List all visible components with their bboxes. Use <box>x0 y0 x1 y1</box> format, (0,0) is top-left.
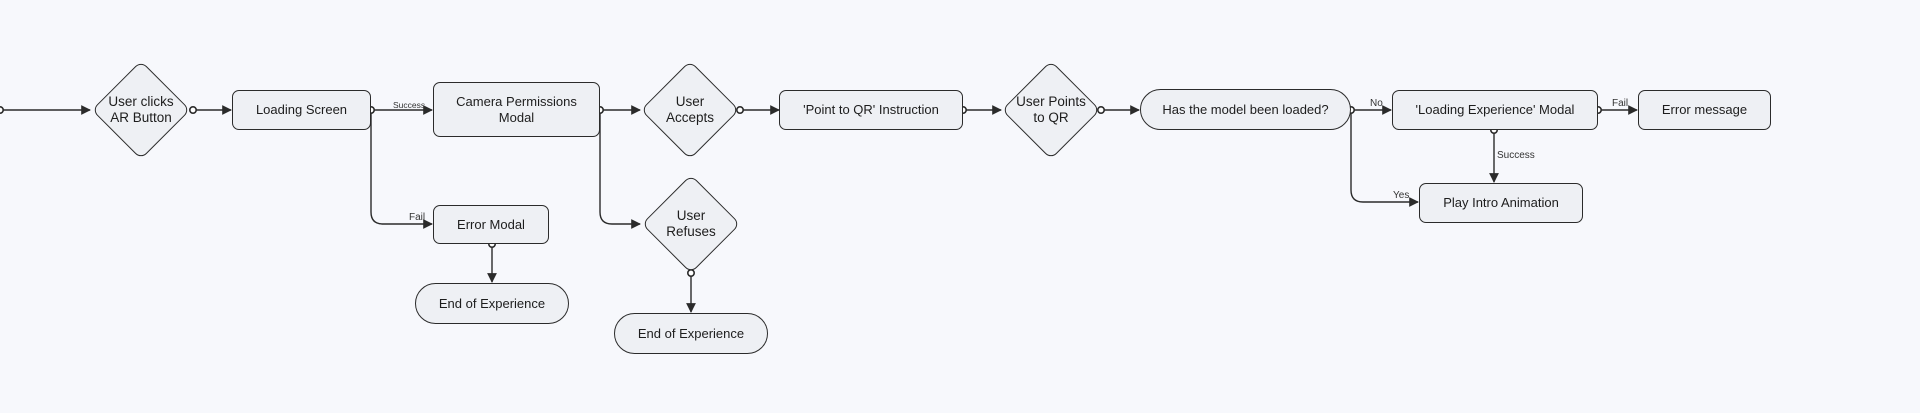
edge-model-to-intro <box>1350 110 1419 207</box>
edge-label-success-2: Success <box>1497 150 1535 161</box>
node-has-model-loaded[interactable]: Has the model been loaded? <box>1140 89 1351 130</box>
edge-label-success: Success <box>393 100 426 110</box>
decision-label: User Refuses <box>666 208 716 239</box>
decision-label: User Points to QR <box>1016 94 1086 125</box>
port-dot <box>735 106 744 115</box>
edge-label-fail-2: Fail <box>1612 98 1629 109</box>
decision-user-points-qr[interactable]: User Points to QR <box>1001 60 1101 160</box>
node-point-to-qr-instruction[interactable]: 'Point to QR' Instruction <box>779 90 963 130</box>
node-loading-screen[interactable]: Loading Screen <box>232 90 371 130</box>
node-error-modal[interactable]: Error Modal <box>433 205 549 244</box>
decision-label: User clicks AR Button <box>108 94 174 125</box>
port-dot <box>0 106 4 114</box>
decision-user-refuses[interactable]: User Refuses <box>641 174 741 274</box>
port-dot <box>1097 106 1106 115</box>
decision-user-clicks-ar[interactable]: User clicks AR Button <box>91 60 191 160</box>
node-loading-experience-modal[interactable]: 'Loading Experience' Modal <box>1392 90 1598 130</box>
port-dot <box>189 106 198 115</box>
decision-label: User Accepts <box>665 94 715 125</box>
node-play-intro-animation[interactable]: Play Intro Animation <box>1419 183 1583 223</box>
node-end-of-experience-1[interactable]: End of Experience <box>415 283 569 324</box>
edge-label-no: No <box>1370 98 1383 109</box>
edge-label-yes: Yes <box>1393 190 1410 201</box>
node-camera-permissions-modal[interactable]: Camera Permissions Modal <box>433 82 600 137</box>
node-end-of-experience-2[interactable]: End of Experience <box>614 313 768 354</box>
node-error-message[interactable]: Error message <box>1638 90 1771 130</box>
edge-camera-to-refuses <box>599 110 641 229</box>
decision-user-accepts[interactable]: User Accepts <box>640 60 740 160</box>
edge-label-fail: Fail <box>409 212 426 223</box>
edge-loading-to-error-modal <box>370 110 433 229</box>
